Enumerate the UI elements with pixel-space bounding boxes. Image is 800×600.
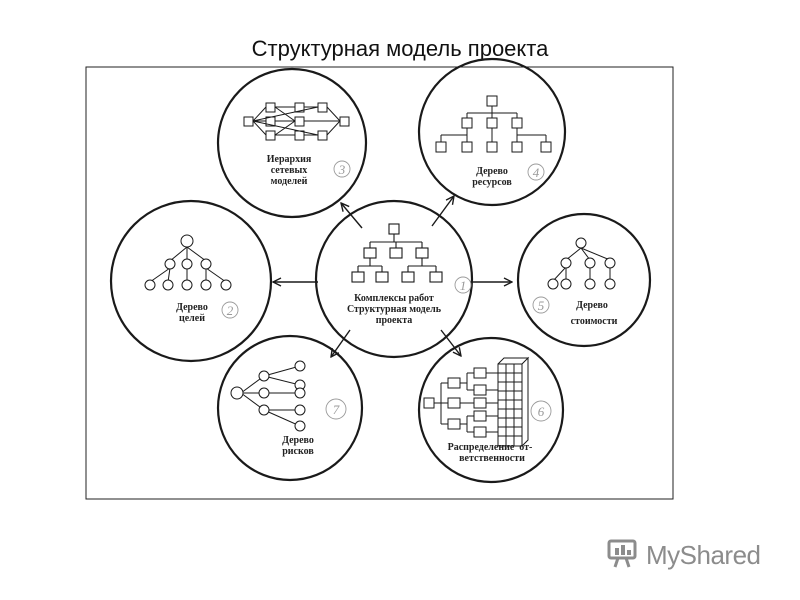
network-models-number: 3 xyxy=(338,162,346,177)
diagram-frame xyxy=(85,66,674,500)
responsibility-label-line-2: ветственности xyxy=(459,453,525,464)
arrow-to-risks xyxy=(331,329,351,357)
center-number: 1 xyxy=(460,278,467,293)
resource-tree-label-line-2: ресурсов xyxy=(472,177,512,188)
resource-tree-label-line-1: Дерево xyxy=(476,166,508,177)
risk-tree-number: 7 xyxy=(333,402,340,417)
cost-tree-node xyxy=(516,212,652,348)
responsibility-node xyxy=(417,336,565,484)
arrow-to-responsibility xyxy=(440,329,461,356)
presentation-board-icon xyxy=(606,536,640,575)
network-models-label-line-2: сетевых xyxy=(271,165,308,176)
responsibility-number: 6 xyxy=(538,404,545,419)
cost-tree-number: 5 xyxy=(538,298,545,313)
goals-tree-number-circle xyxy=(221,301,239,319)
goals-tree-label-line-1: Дерево xyxy=(176,302,208,313)
slide-title: Структурная модель проекта xyxy=(251,36,549,61)
connector-arrows xyxy=(273,196,512,357)
center-number-circle xyxy=(454,276,472,294)
cost-tree-label-line-2: стоимости xyxy=(571,316,618,327)
arrow-to-resources xyxy=(431,196,454,227)
resource-tree-number-circle xyxy=(527,163,545,181)
resource-tree-node xyxy=(417,57,567,207)
myshared-watermark: MyShared xyxy=(606,536,761,574)
goals-tree-number: 2 xyxy=(227,303,234,318)
center-label-line-3: проекта xyxy=(376,315,413,326)
network-models-node xyxy=(216,67,368,219)
resource-tree-number: 4 xyxy=(533,165,540,180)
risk-tree-node xyxy=(216,334,364,482)
center-label-line-1: Комплексы работ xyxy=(354,293,434,304)
network-models-label-line-3: моделей xyxy=(271,176,308,187)
network-models-label-line-1: Иерархия xyxy=(267,154,312,165)
responsibility-number-circle xyxy=(530,400,552,422)
watermark-text: MyShared xyxy=(646,539,761,570)
risk-tree-label-line-1: Дерево xyxy=(282,435,314,446)
cost-tree-label-line-1: Дерево xyxy=(576,300,608,311)
arrow-to-network xyxy=(341,203,363,229)
center-node xyxy=(314,199,474,359)
network-models-number-circle xyxy=(333,160,351,178)
center-label-line-2: Структурная модель xyxy=(347,304,442,315)
cost-tree-number-circle xyxy=(532,296,550,314)
risk-tree-label-line-2: рисков xyxy=(282,446,314,457)
goals-tree-node xyxy=(109,199,273,363)
risk-tree-number-circle xyxy=(325,398,347,420)
goals-tree-label-line-2: целей xyxy=(179,313,205,324)
responsibility-label-line-1: Распределение от- xyxy=(448,442,533,453)
